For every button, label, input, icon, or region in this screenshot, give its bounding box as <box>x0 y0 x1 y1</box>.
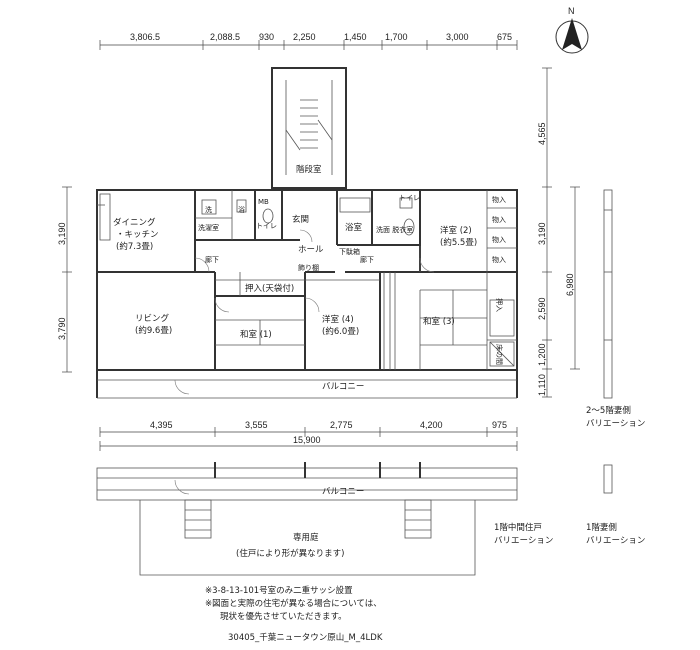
interior-walls <box>97 190 517 370</box>
room-shoe: 下駄箱 <box>339 247 360 256</box>
room-dining-size: (約7.3畳) <box>116 241 153 252</box>
variation-upper-line1: 2～5階妻側 <box>586 405 631 416</box>
dim-right-3: 2,590 <box>537 297 547 320</box>
stair-icon <box>285 99 333 151</box>
room-shelf: 飾り棚 <box>298 263 319 272</box>
variation-ground-end-line2: バリエーション <box>586 536 645 546</box>
notes: ※3-8-13-101号室のみ二重サッシ設置 ※図面と実際の住宅が異なる場合につ… <box>205 585 383 643</box>
dim-bottom-2: 3,555 <box>245 420 268 430</box>
dim-right-4: 1,200 <box>537 343 547 366</box>
dim-bottom-5: 975 <box>492 420 507 430</box>
dim-top-1: 3,806.5 <box>130 32 160 42</box>
north-label: N <box>568 6 575 16</box>
dim-top-8: 675 <box>497 32 512 42</box>
right-dimensions: 4,565 3,190 2,590 1,200 1,110 6,980 <box>537 67 580 398</box>
dim-top-6: 1,700 <box>385 32 408 42</box>
room-wash: 洗 <box>205 205 212 214</box>
room-hall: ホール <box>298 245 324 255</box>
dim-right-total: 6,980 <box>565 273 575 296</box>
room-living-size: (約9.6畳) <box>135 325 172 336</box>
north-arrow-icon: N <box>555 6 589 54</box>
variation-upper-end: 2～5階妻側 バリエーション <box>586 189 645 429</box>
room-dining: ダイニング <box>113 217 156 228</box>
note-3: 現状を優先させていただきます。 <box>220 611 347 622</box>
dim-right-2: 3,190 <box>537 222 547 245</box>
garden-note: (住戸により形が異なります) <box>236 548 344 559</box>
dim-top-3: 930 <box>259 32 274 42</box>
balcony-label: バルコニー <box>322 382 364 392</box>
dim-top-7: 3,000 <box>446 32 469 42</box>
variation-ground-mid-line1: 1階中間住戸 <box>494 522 542 533</box>
dim-top-5: 1,450 <box>344 32 367 42</box>
room-japanese1: 和室 (1) <box>240 329 272 340</box>
room-laundry: 洗濯室 <box>198 223 219 232</box>
note-1: ※3-8-13-101号室のみ二重サッシ設置 <box>205 585 353 596</box>
dim-bottom-4: 4,200 <box>420 420 443 430</box>
balcony2-label: バルコニー <box>322 487 364 497</box>
dim-left-1: 3,190 <box>57 222 67 245</box>
dim-bottom-total: 15,900 <box>293 435 321 445</box>
room-storage-2: 物入 <box>492 215 506 224</box>
room-storage-1: 物入 <box>492 195 506 204</box>
room-mb: MB <box>258 198 269 206</box>
room-alcove: 床の間 <box>495 344 504 365</box>
room-toilet: トイレ <box>256 222 277 230</box>
door-swing-icon <box>174 229 435 395</box>
stairwell: 階段室 <box>271 67 347 189</box>
dim-right-1: 4,565 <box>537 122 547 145</box>
dim-bottom-3: 2,775 <box>330 420 353 430</box>
room-corridor-2: 廊下 <box>360 255 374 264</box>
variation-ground-mid-line2: バリエーション <box>494 536 553 546</box>
room-toilet2: トイレ <box>399 194 420 202</box>
dim-top-2: 2,088.5 <box>210 32 240 42</box>
dim-bottom-1: 4,395 <box>150 420 173 430</box>
room-storage-3: 物入 <box>492 235 506 244</box>
top-dimensions: 3,806.5 2,088.5 930 2,250 1,450 1,700 3,… <box>99 32 518 50</box>
left-dimensions: 3,190 3,790 <box>57 186 72 373</box>
room-bath: 浴室 <box>345 222 363 233</box>
room-washroom: 洗面 脱衣室 <box>376 225 413 234</box>
room-storage-4: 物入 <box>492 255 506 264</box>
room-japanese3: 和室 (3) <box>423 316 455 327</box>
note-2: ※図面と実際の住宅が異なる場合については、 <box>205 598 382 609</box>
bottom-dimensions: 4,395 3,555 2,775 4,200 975 15,900 <box>99 420 518 451</box>
room-corridor-1: 廊下 <box>205 255 219 264</box>
stair-label: 階段室 <box>296 164 322 175</box>
room-entrance: 玄関 <box>292 214 309 225</box>
room-western4: 洋室 (4) <box>322 314 354 325</box>
room-western2: 洋室 (2) <box>440 225 472 236</box>
room-living: リビング <box>135 313 170 324</box>
room-bath-box: 浴 <box>238 205 245 214</box>
room-closet-ceiling: 押入(天袋付) <box>245 283 294 294</box>
unit-outline <box>96 189 518 399</box>
room-labels: ダイニング ・キッチン (約7.3畳) 洗 洗濯室 浴 MB トイレ 玄関 ホー… <box>113 194 506 392</box>
room-western4-size: (約6.0畳) <box>322 326 359 337</box>
room-closet: 押入 <box>495 298 504 312</box>
garden-label: 専用庭 <box>293 532 319 543</box>
variation-upper-line2: バリエーション <box>586 419 645 429</box>
fixtures <box>99 193 515 367</box>
dim-right-5: 1,110 <box>537 374 547 396</box>
footer-code: 30405_千葉ニュータウン原山_M_4LDK <box>228 632 383 643</box>
room-kitchen: ・キッチン <box>116 230 159 240</box>
variation-ground-end-line1: 1階妻側 <box>586 522 617 533</box>
dim-top-4: 2,250 <box>293 32 316 42</box>
room-western2-size: (約5.5畳) <box>440 237 477 248</box>
variation-ground: バルコニー 専用庭 (住戸により形が異なります) 1階中間住戸 バリエーション … <box>96 462 645 576</box>
dim-left-2: 3,790 <box>57 317 67 340</box>
